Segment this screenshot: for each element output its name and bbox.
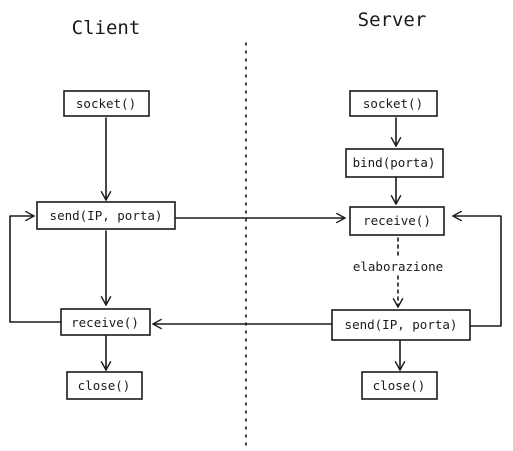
client-close-box xyxy=(66,371,143,400)
server-send-box xyxy=(331,309,471,341)
client-send-label: send(IP, porta) xyxy=(50,208,163,223)
client-send-box xyxy=(36,201,176,230)
client-socket-box xyxy=(63,90,150,117)
processing-label: elaborazione xyxy=(353,259,443,274)
client-title: Client xyxy=(72,17,141,39)
server-bind-box xyxy=(345,148,444,178)
server-bind-label: bind(porta) xyxy=(353,155,436,170)
client-socket-label: socket() xyxy=(76,96,136,111)
server-send-label: send(IP, porta) xyxy=(345,317,458,332)
server-close-label: close() xyxy=(373,378,426,393)
server-socket-box xyxy=(349,90,438,117)
server-loop-arrow xyxy=(452,210,502,327)
server-socket-label: socket() xyxy=(363,96,423,111)
server-close-box xyxy=(361,371,438,400)
server-title: Server xyxy=(358,9,427,31)
server-receive-box xyxy=(349,206,445,236)
client-loop-arrow xyxy=(9,210,62,323)
client-receive-box xyxy=(60,308,151,336)
server-receive-label: receive() xyxy=(363,213,431,228)
client-receive-label: receive() xyxy=(71,315,139,330)
client-close-label: close() xyxy=(78,378,131,393)
